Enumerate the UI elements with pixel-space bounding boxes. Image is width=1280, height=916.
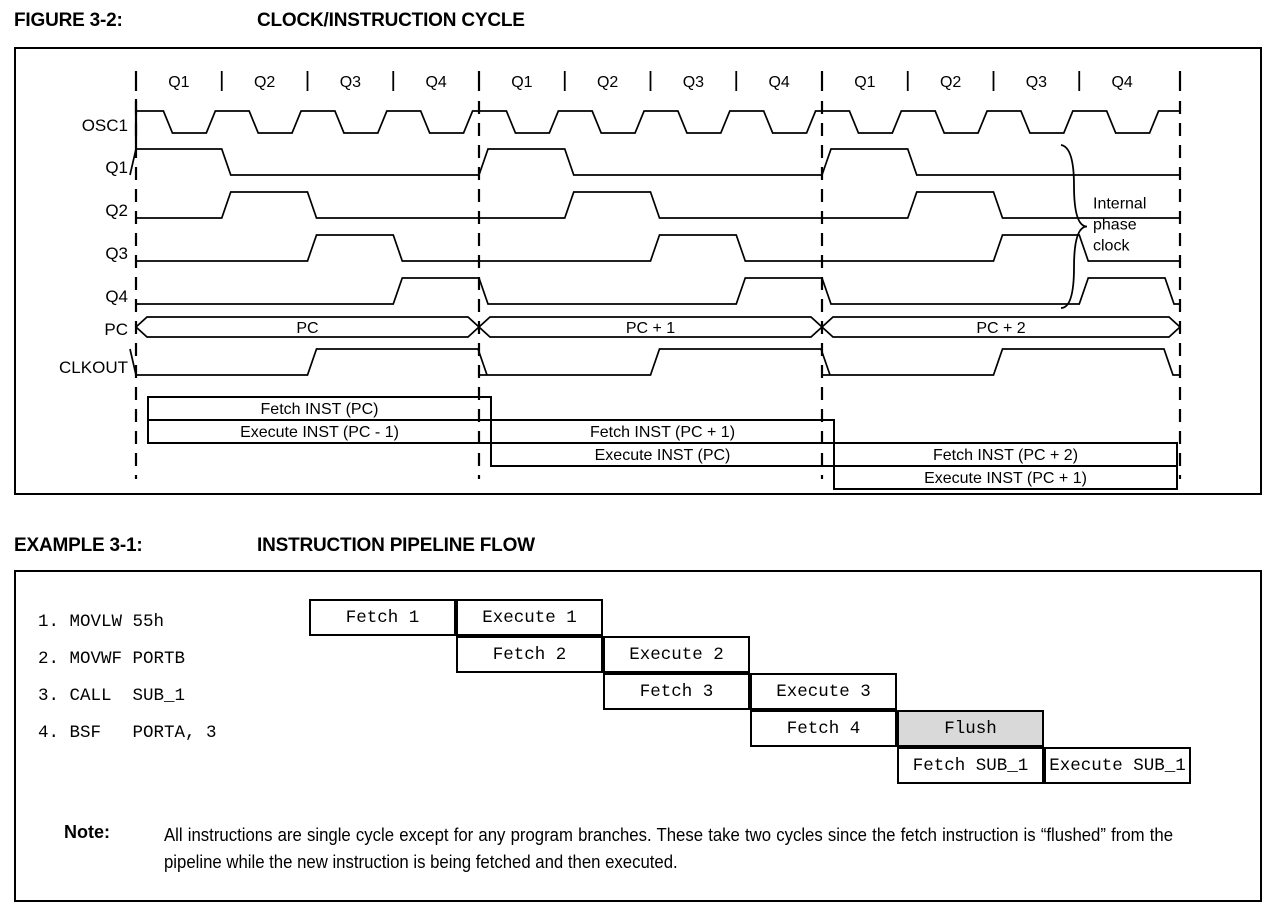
svg-text:phase: phase xyxy=(1093,217,1137,234)
svg-text:PC + 1: PC + 1 xyxy=(626,320,675,337)
svg-text:Q3: Q3 xyxy=(105,244,128,263)
svg-text:Q3: Q3 xyxy=(683,74,704,91)
note-text: All instructions are single cycle except… xyxy=(164,825,1174,872)
svg-text:Q4: Q4 xyxy=(425,74,446,91)
svg-text:Q1: Q1 xyxy=(511,74,532,91)
pipeline-cell: Fetch 4 xyxy=(750,710,897,747)
svg-text:Execute INST (PC - 1): Execute INST (PC - 1) xyxy=(240,424,399,441)
svg-text:Q2: Q2 xyxy=(940,74,961,91)
note-label: Note: xyxy=(64,822,110,842)
svg-text:Q4: Q4 xyxy=(1111,74,1132,91)
figure-title: CLOCK/INSTRUCTION CYCLE xyxy=(257,10,525,31)
figure-id: FIGURE 3-2: xyxy=(14,10,123,31)
svg-text:Fetch INST (PC + 2): Fetch INST (PC + 2) xyxy=(933,447,1078,464)
svg-text:Internal: Internal xyxy=(1093,196,1146,213)
svg-text:Q1: Q1 xyxy=(854,74,875,91)
svg-text:Q3: Q3 xyxy=(1026,74,1047,91)
svg-text:Q3: Q3 xyxy=(340,74,361,91)
pipeline-cell: Fetch SUB_1 xyxy=(897,747,1044,784)
pipeline-cell-flush: Flush xyxy=(897,710,1044,747)
svg-text:CLKOUT: CLKOUT xyxy=(59,358,128,377)
svg-text:Q4: Q4 xyxy=(768,74,789,91)
example-frame: 1. MOVLW 55h 2. MOVWF PORTB 3. CALL SUB_1 4… xyxy=(14,570,1262,902)
example-id: EXAMPLE 3-1: xyxy=(14,535,143,556)
pipeline-cell: Fetch 2 xyxy=(456,636,603,673)
svg-text:Execute INST (PC + 1): Execute INST (PC + 1) xyxy=(924,470,1087,487)
instruction-row: 2. MOVWF PORTB xyxy=(38,649,186,669)
svg-text:Fetch INST (PC + 1): Fetch INST (PC + 1) xyxy=(590,424,735,441)
pipeline-cell: Execute SUB_1 xyxy=(1044,747,1191,784)
svg-text:Q2: Q2 xyxy=(597,74,618,91)
svg-text:PC: PC xyxy=(104,320,128,339)
instruction-row: 4. BSF PORTA, 3 xyxy=(38,723,217,743)
svg-text:clock: clock xyxy=(1093,238,1130,255)
svg-text:Q1: Q1 xyxy=(168,74,189,91)
svg-text:Q2: Q2 xyxy=(105,201,128,220)
pipeline-cell: Execute 1 xyxy=(456,599,603,636)
svg-text:PC: PC xyxy=(296,320,318,337)
example-title: INSTRUCTION PIPELINE FLOW xyxy=(257,535,535,556)
svg-text:Q4: Q4 xyxy=(105,287,128,306)
instruction-row: 1. MOVLW 55h xyxy=(38,612,165,632)
pipeline-cell: Execute 3 xyxy=(750,673,897,710)
svg-text:Q2: Q2 xyxy=(254,74,275,91)
pipeline-cell: Execute 2 xyxy=(603,636,750,673)
instruction-list: 1. MOVLW 55h 2. MOVWF PORTB 3. CALL SUB_1 4… xyxy=(38,604,217,752)
instruction-row: 3. CALL SUB_1 xyxy=(38,686,186,706)
svg-text:PC + 2: PC + 2 xyxy=(976,320,1025,337)
pipeline-cell: Fetch 1 xyxy=(309,599,456,636)
svg-text:OSC1: OSC1 xyxy=(82,116,128,135)
pipeline-cell: Fetch 3 xyxy=(603,673,750,710)
svg-text:Execute INST (PC): Execute INST (PC) xyxy=(595,447,731,464)
svg-text:Q1: Q1 xyxy=(105,158,128,177)
svg-text:Fetch INST (PC): Fetch INST (PC) xyxy=(261,401,379,418)
